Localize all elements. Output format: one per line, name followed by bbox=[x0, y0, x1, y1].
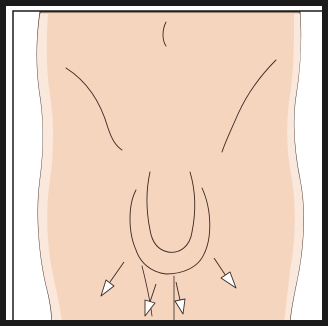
body-silhouette bbox=[37, 12, 303, 326]
